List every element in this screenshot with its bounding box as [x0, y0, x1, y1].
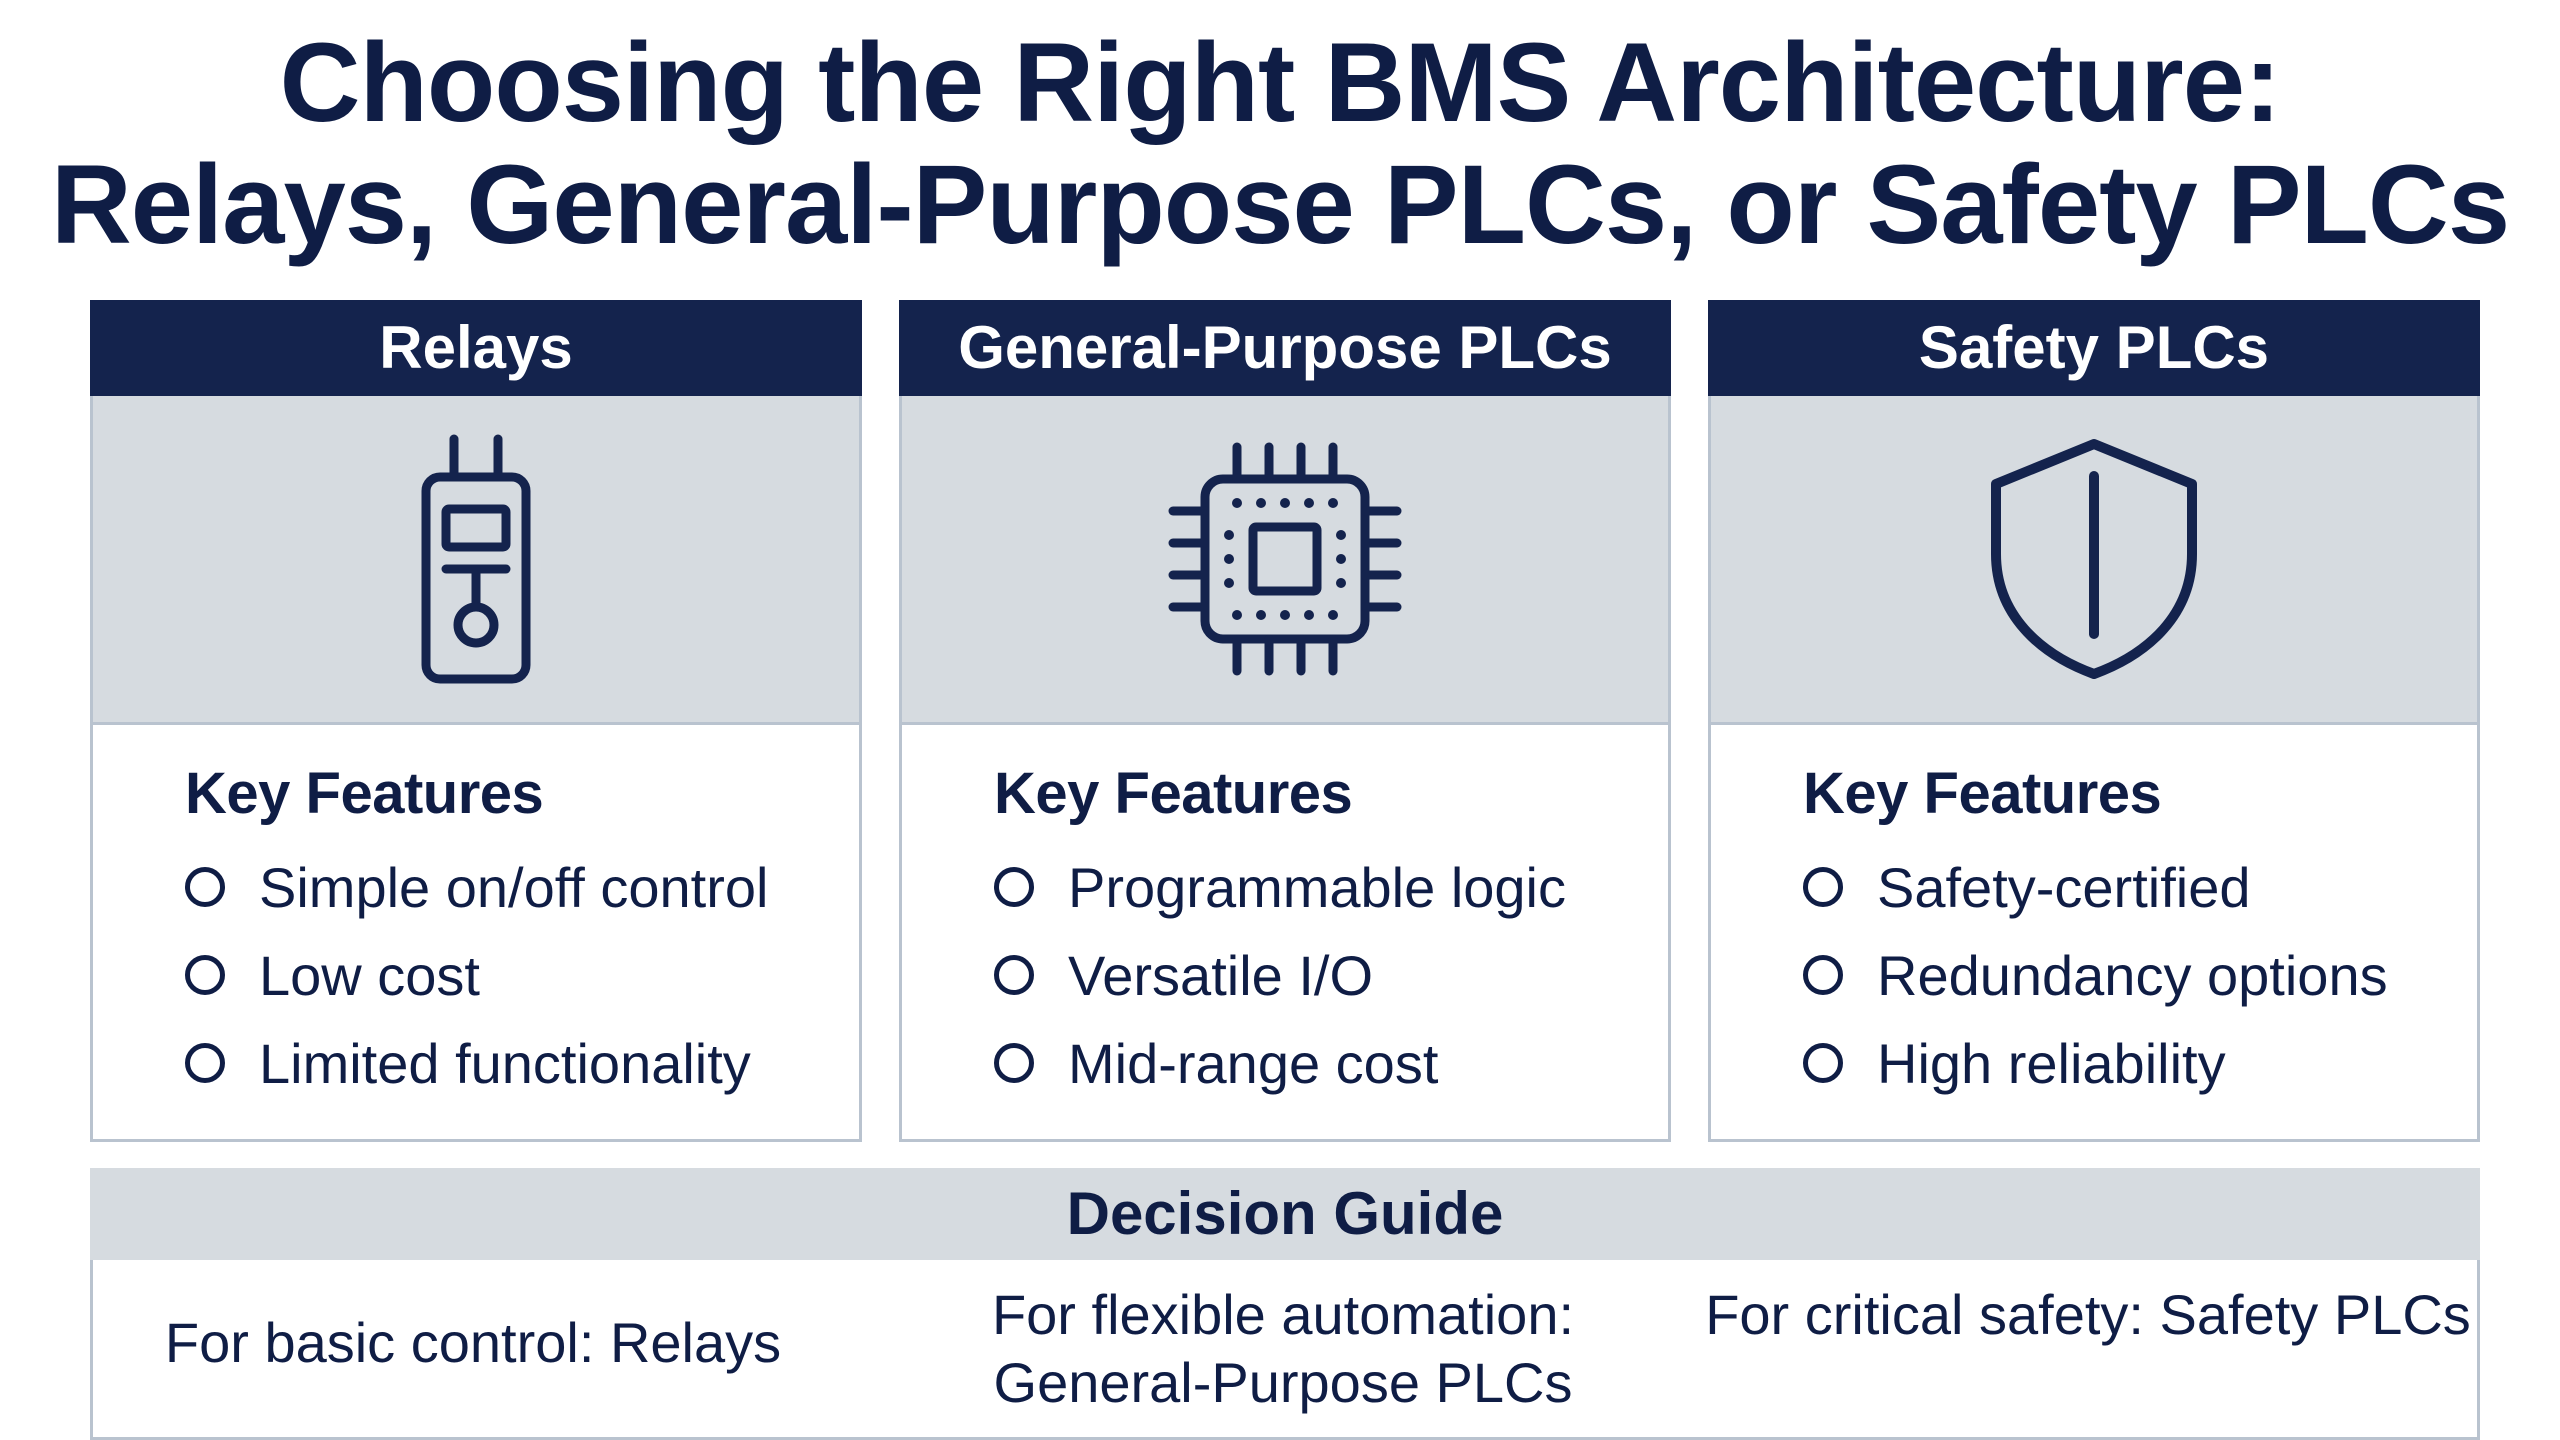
list-item: Limited functionality	[185, 1019, 859, 1107]
guide-item-line: For basic control: Relays	[164, 1311, 782, 1374]
list-item: Versatile I/O	[994, 931, 1668, 1019]
card-header-safety-plcs: Safety PLCs	[1708, 300, 2480, 396]
feature-label: Low cost	[259, 943, 480, 1007]
icon-band-relays	[93, 396, 859, 725]
feature-label: Redundancy options	[1877, 943, 2388, 1007]
guide-item-line: For critical safety: Safety PLCs	[1705, 1283, 2471, 1346]
circle-bullet-icon	[994, 867, 1034, 907]
list-item: Simple on/off control	[185, 843, 859, 931]
title-line-1: Choosing the Right BMS Architecture:	[279, 20, 2282, 145]
shield-icon	[1991, 439, 2197, 679]
feature-label: Mid-range cost	[1068, 1031, 1439, 1095]
card-general-purpose-plcs: General-Purpose PLCs	[899, 300, 1671, 1142]
circle-bullet-icon	[185, 955, 225, 995]
circle-bullet-icon	[185, 1043, 225, 1083]
circle-bullet-icon	[994, 1043, 1034, 1083]
circle-bullet-icon	[1803, 867, 1843, 907]
feature-label: Simple on/off control	[259, 855, 769, 919]
card-relays: Relays Key Features Simple on/off contro…	[90, 300, 862, 1142]
microchip-icon	[1168, 442, 1402, 676]
list-item: Low cost	[185, 931, 859, 1019]
list-item: Safety-certified	[1803, 843, 2477, 931]
feature-label: Safety-certified	[1877, 855, 2251, 919]
card-safety-plcs: Safety PLCs Key Features Safety-certifie…	[1708, 300, 2480, 1142]
feature-label: Programmable logic	[1068, 855, 1566, 919]
feature-list-relays: Simple on/off control Low cost Limited f…	[185, 843, 859, 1107]
feature-label: Limited functionality	[259, 1031, 751, 1095]
feature-list-general-purpose-plcs: Programmable logic Versatile I/O Mid-ran…	[994, 843, 1668, 1107]
card-header-relays: Relays	[90, 300, 862, 396]
feature-label: High reliability	[1877, 1031, 2226, 1095]
decision-guide: Decision Guide For basic control: Relays…	[90, 1168, 2480, 1440]
circle-bullet-icon	[185, 867, 225, 907]
key-features-title: Key Features	[1803, 761, 2162, 826]
feature-label: Versatile I/O	[1068, 943, 1374, 1007]
list-item: Programmable logic	[994, 843, 1668, 931]
circle-bullet-icon	[1803, 1043, 1843, 1083]
feature-list-safety-plcs: Safety-certified Redundancy options High…	[1803, 843, 2477, 1107]
card-header-general-purpose-plcs: General-Purpose PLCs	[899, 300, 1671, 396]
page-title: Choosing the Right BMS Architecture: Rel…	[0, 22, 2560, 266]
key-features-title: Key Features	[994, 761, 1353, 826]
guide-item-line: General-Purpose PLCs	[993, 1351, 1573, 1414]
icon-band-safety-plcs	[1711, 396, 2477, 725]
card-body-general-purpose-plcs: Key Features Programmable logic Versatil…	[902, 725, 1668, 1107]
guide-item-general-purpose-plcs: For flexible automation: General-Purpose…	[883, 1281, 1683, 1417]
circle-bullet-icon	[1803, 955, 1843, 995]
guide-item-line: For flexible automation:	[991, 1283, 1575, 1346]
relay-device-icon	[421, 434, 531, 684]
decision-guide-title: Decision Guide	[90, 1168, 2480, 1260]
icon-band-general-purpose-plcs	[902, 396, 1668, 725]
card-body-relays: Key Features Simple on/off control Low c…	[93, 725, 859, 1107]
list-item: High reliability	[1803, 1019, 2477, 1107]
card-body-safety-plcs: Key Features Safety-certified Redundancy…	[1711, 725, 2477, 1107]
title-line-2: Relays, General-Purpose PLCs, or Safety …	[50, 142, 2510, 267]
list-item: Redundancy options	[1803, 931, 2477, 1019]
guide-item-relays: For basic control: Relays	[93, 1309, 853, 1377]
key-features-title: Key Features	[185, 761, 544, 826]
circle-bullet-icon	[994, 955, 1034, 995]
guide-item-safety-plcs: For critical safety: Safety PLCs	[1693, 1281, 2483, 1349]
list-item: Mid-range cost	[994, 1019, 1668, 1107]
